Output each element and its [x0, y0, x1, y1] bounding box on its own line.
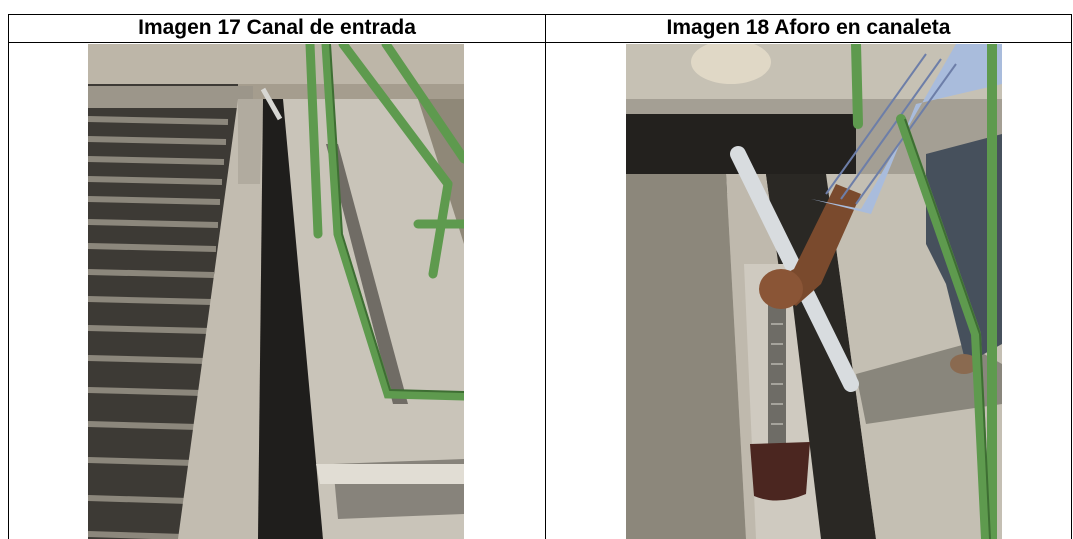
table-right-border — [1071, 14, 1072, 539]
table-left-border — [8, 14, 9, 539]
caption-imagen-18: Imagen 18 Aforo en canaleta — [666, 16, 951, 39]
figure-table: Imagen 17 Canal de entrada Imagen 18 Afo… — [8, 14, 1072, 539]
table-top-border — [8, 14, 1072, 15]
flume-gauging-photo — [626, 44, 1002, 539]
green-handrail — [851, 44, 997, 539]
grating-slats — [88, 116, 229, 539]
green-handrail — [305, 44, 464, 401]
table-header-divider — [8, 42, 1072, 43]
table-middle-border — [545, 14, 546, 539]
inlet-channel-photo — [88, 44, 464, 539]
caption-imagen-17: Imagen 17 Canal de entrada — [138, 16, 416, 39]
